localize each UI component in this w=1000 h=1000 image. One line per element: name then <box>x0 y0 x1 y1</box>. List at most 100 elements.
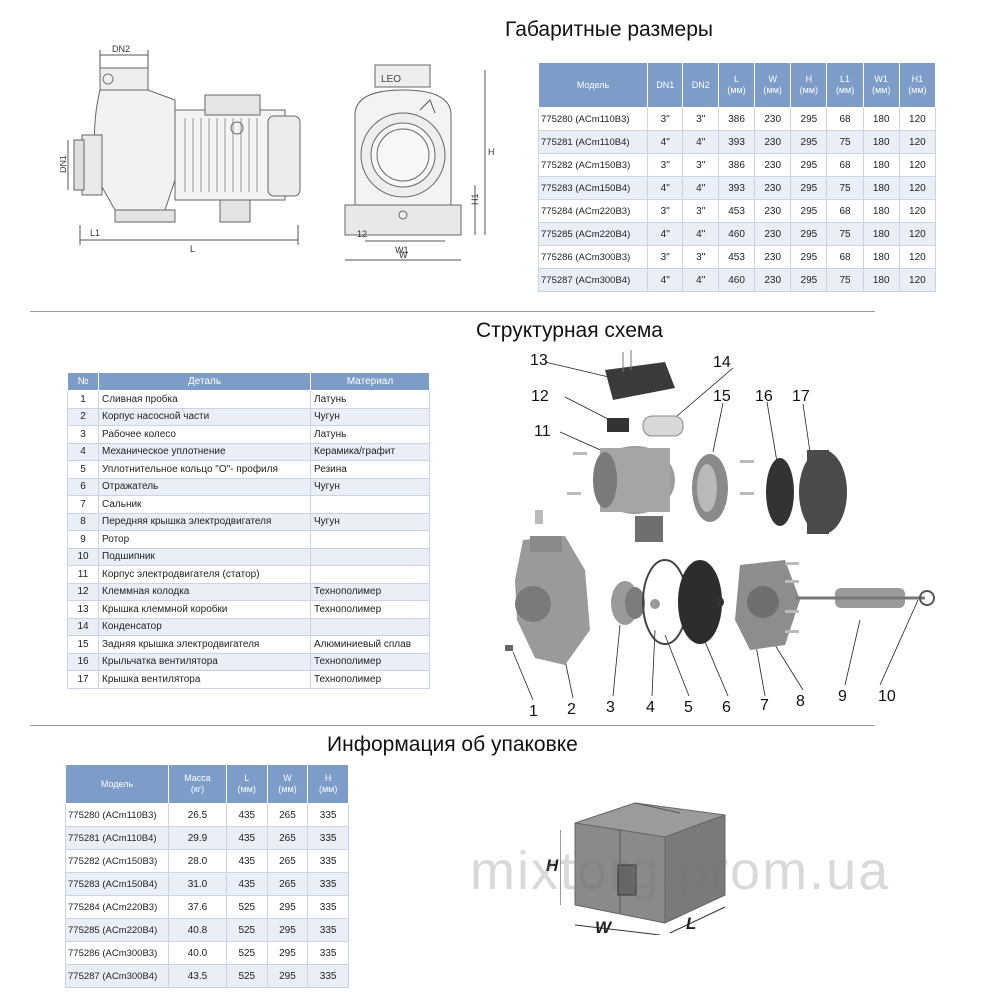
table-cell: 3" <box>646 107 684 131</box>
table-cell: 28.0 <box>168 849 227 873</box>
table-cell: 453 <box>717 245 756 269</box>
table-cell: 68 <box>826 107 864 131</box>
callout-2: 2 <box>567 701 576 718</box>
table-cell: 295 <box>266 895 309 919</box>
table-header: L(мм) <box>225 764 268 804</box>
table-cell: 335 <box>307 849 349 873</box>
table-cell: Резина <box>310 460 430 479</box>
callout-16: 16 <box>755 388 773 405</box>
table-cell: 335 <box>307 918 349 942</box>
table-cell: 393 <box>717 176 756 200</box>
table-cell: 68 <box>826 199 864 223</box>
table-cell: 295 <box>790 268 828 292</box>
table-header: DN2 <box>682 62 719 108</box>
table-cell: 180 <box>862 130 900 154</box>
table-cell: 295 <box>790 176 828 200</box>
table-header: L1(мм) <box>826 62 864 108</box>
table-cell: Клеммная колодка <box>98 582 311 601</box>
packaging-table: Модель Масса(кг) L(мм) W(мм) H(мм) 77528… <box>65 764 349 988</box>
table-cell: 1 <box>67 390 99 409</box>
table-cell: 14 <box>67 617 99 636</box>
table-cell: 460 <box>717 268 756 292</box>
table-cell: Технополимер <box>310 652 430 671</box>
table-cell: 120 <box>898 199 937 223</box>
exploded-view-diagram <box>505 350 935 701</box>
table-header-row: № Деталь Материал <box>67 372 430 391</box>
table-cell: 775285 (ACm220B4) <box>538 222 648 246</box>
table-cell: Сливная пробка <box>98 390 311 409</box>
h-label: H <box>488 147 495 157</box>
dimensions-table: Модель DN1 DN2 L(мм) W(мм) H(мм) L1(мм) … <box>538 62 937 292</box>
table-cell: 37.6 <box>168 895 227 919</box>
table-cell: 3" <box>682 107 719 131</box>
package-box-illustration <box>560 802 726 935</box>
table-cell: 75 <box>826 222 864 246</box>
dimensions-title: Габаритные размеры <box>505 18 713 41</box>
table-cell: Ротор <box>98 530 311 549</box>
table-cell: 13 <box>67 600 99 619</box>
table-cell: Отражатель <box>98 477 311 496</box>
table-cell: 3 <box>67 425 99 444</box>
table-cell: 5 <box>67 460 99 479</box>
table-cell: 75 <box>826 176 864 200</box>
table-cell: Крышка вентилятора <box>98 670 311 689</box>
table-cell: 460 <box>717 222 756 246</box>
table-cell: 120 <box>898 222 937 246</box>
table-cell: 295 <box>790 222 828 246</box>
table-cell: 435 <box>225 872 268 896</box>
table-cell: 295 <box>790 130 828 154</box>
table-cell: 9 <box>67 530 99 549</box>
table-cell: 335 <box>307 895 349 919</box>
callout-3: 3 <box>606 699 615 716</box>
table-cell: Латунь <box>310 425 430 444</box>
table-cell <box>310 547 430 566</box>
table-cell: 4" <box>682 222 719 246</box>
packaging-title: Информация об упаковке <box>327 733 578 756</box>
table-cell: 6 <box>67 477 99 496</box>
table-cell: 230 <box>754 130 792 154</box>
callout-8: 8 <box>796 693 805 710</box>
watermark: mixtorg.prom.ua <box>470 841 891 901</box>
brand-label: LEO <box>381 74 401 85</box>
table-cell: Передняя крышка электродвигателя <box>98 512 311 531</box>
table-cell: 26.5 <box>168 803 227 827</box>
table-cell: Конденсатор <box>98 617 311 636</box>
table-cell: 75 <box>826 130 864 154</box>
table-cell: 17 <box>67 670 99 689</box>
table-cell: 453 <box>717 199 756 223</box>
table-cell: Чугун <box>310 512 430 531</box>
table-cell: 295 <box>790 245 828 269</box>
table-header: H1(мм) <box>898 62 937 108</box>
table-cell: 120 <box>898 245 937 269</box>
table-header: DN1 <box>646 62 684 108</box>
table-cell: Чугун <box>310 477 430 496</box>
table-cell: 775283 (ACm150B4) <box>65 872 169 896</box>
table-cell: 775285 (ACm220B4) <box>65 918 169 942</box>
table-cell: 775284 (ACm220B3) <box>65 895 169 919</box>
table-cell: Механическое уплотнение <box>98 442 311 461</box>
table-cell: 775287 (ACm300B4) <box>65 964 169 988</box>
table-cell: 775283 (ACm150B4) <box>538 176 648 200</box>
table-cell: 40.8 <box>168 918 227 942</box>
table-cell: Чугун <box>310 407 430 426</box>
table-header: Материал <box>310 372 430 391</box>
table-cell: 386 <box>717 107 756 131</box>
table-cell: 3" <box>646 153 684 177</box>
table-cell: 15 <box>67 635 99 654</box>
table-header: L(мм) <box>717 62 756 108</box>
table-cell: 435 <box>225 803 268 827</box>
